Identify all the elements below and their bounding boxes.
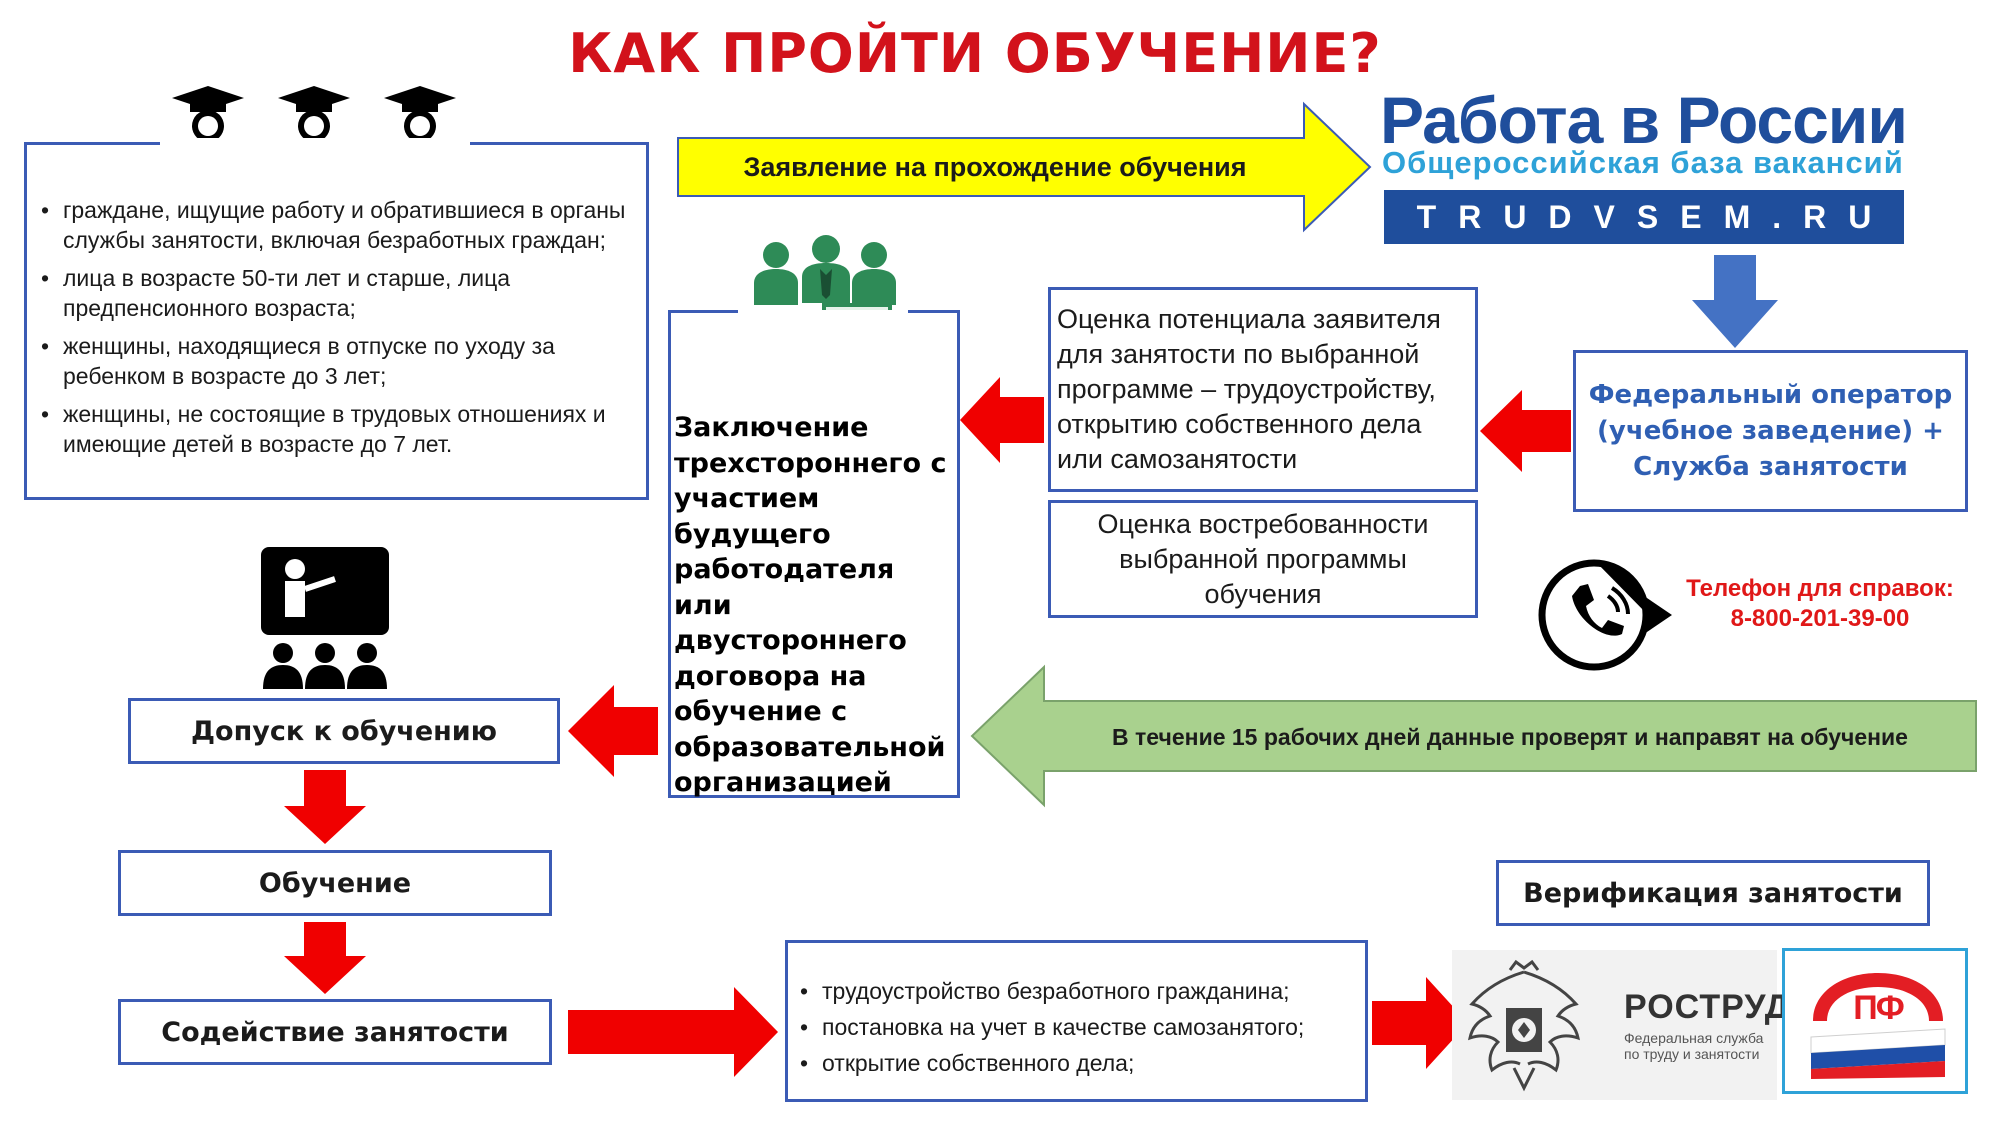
target-group-item: лица в возрасте 50-ти лет и старше, лица… xyxy=(35,263,632,323)
coat-of-arms-icon xyxy=(1468,959,1580,1092)
red-arrow-right xyxy=(568,987,778,1077)
rostrud-subtitle: Федеральная служба по труду и занятости xyxy=(1624,1030,1764,1062)
box-border-gap xyxy=(160,138,470,148)
contract-box xyxy=(668,310,960,798)
rostrud-logo: РОСТРУД Федеральная служба по труду и за… xyxy=(1452,950,1789,1100)
pfr-emblem-icon xyxy=(1810,973,1946,1079)
application-label: Заявление на прохождение обучения xyxy=(743,151,1247,182)
phone-icon xyxy=(1538,559,1672,671)
employment-outcome-item: открытие собственного дела; xyxy=(794,1045,1357,1081)
contract-text: Заключение трехстороннего с участием буд… xyxy=(674,412,947,798)
employment-outcomes-box: трудоустройство безработного гражданина;… xyxy=(785,940,1368,1102)
pfr-logo-text: ПФ xyxy=(1853,989,1904,1027)
red-down-arrow xyxy=(284,922,366,994)
target-group-item: женщины, не состоящие в трудовых отношен… xyxy=(35,399,632,459)
red-arrow-left xyxy=(960,377,1044,463)
pfr-logo: ПФ xyxy=(1782,948,1968,1094)
contract-box-top-left xyxy=(668,310,738,313)
application-arrow xyxy=(677,101,1372,233)
portal-url: TRUDVSEM.RU xyxy=(1384,190,1904,244)
portal-name: Работа в России xyxy=(1380,83,1908,157)
target-groups-box: граждане, ищущие работу и обратившиеся в… xyxy=(24,142,649,500)
employment-verification-box: Верификация занятости xyxy=(1496,860,1930,926)
phone-label: Телефон для справок: xyxy=(1686,575,1954,602)
red-arrow-right xyxy=(1372,977,1468,1069)
blue-down-arrow xyxy=(1692,255,1778,348)
target-groups-list: граждане, ищущие работу и обратившиеся в… xyxy=(35,195,632,459)
phone-number: 8-800-201-39-00 xyxy=(1730,605,1910,632)
assessment-potential-box: Оценка потенциала заявителя для занятост… xyxy=(1048,287,1478,492)
employment-outcomes-list: трудоустройство безработного гражданина;… xyxy=(794,973,1357,1081)
employment-assistance-box: Содействие занятости xyxy=(118,999,552,1065)
presentation-icon xyxy=(261,547,389,689)
employment-outcome-item: постановка на учет в качестве самозанято… xyxy=(794,1009,1357,1045)
contract-box-top-right xyxy=(908,310,960,313)
operator-box: Федеральный оператор (учебное заведение)… xyxy=(1573,350,1968,512)
verification-label: В течение 15 рабочих дней данные проверя… xyxy=(1112,723,1908,750)
page-title: КАК ПРОЙТИ ОБУЧЕНИЕ? xyxy=(568,22,1382,85)
assessment-demand-box: Оценка востребованности выбранной програ… xyxy=(1048,500,1478,618)
verification-arrow xyxy=(970,664,1977,808)
rostrud-name: РОСТРУД xyxy=(1624,988,1791,1026)
employment-outcome-item: трудоустройство безработного гражданина; xyxy=(794,973,1357,1009)
admission-box: Допуск к обучению xyxy=(128,698,560,764)
portal-subtitle: Общероссийская база вакансий xyxy=(1382,145,1904,180)
red-arrow-left xyxy=(568,685,658,777)
red-down-arrow xyxy=(284,770,366,844)
target-group-item: граждане, ищущие работу и обратившиеся в… xyxy=(35,195,632,255)
training-box: Обучение xyxy=(118,850,552,916)
red-arrow-left xyxy=(1480,390,1571,472)
target-group-item: женщины, находящиеся в отпуске по уходу … xyxy=(35,331,632,391)
